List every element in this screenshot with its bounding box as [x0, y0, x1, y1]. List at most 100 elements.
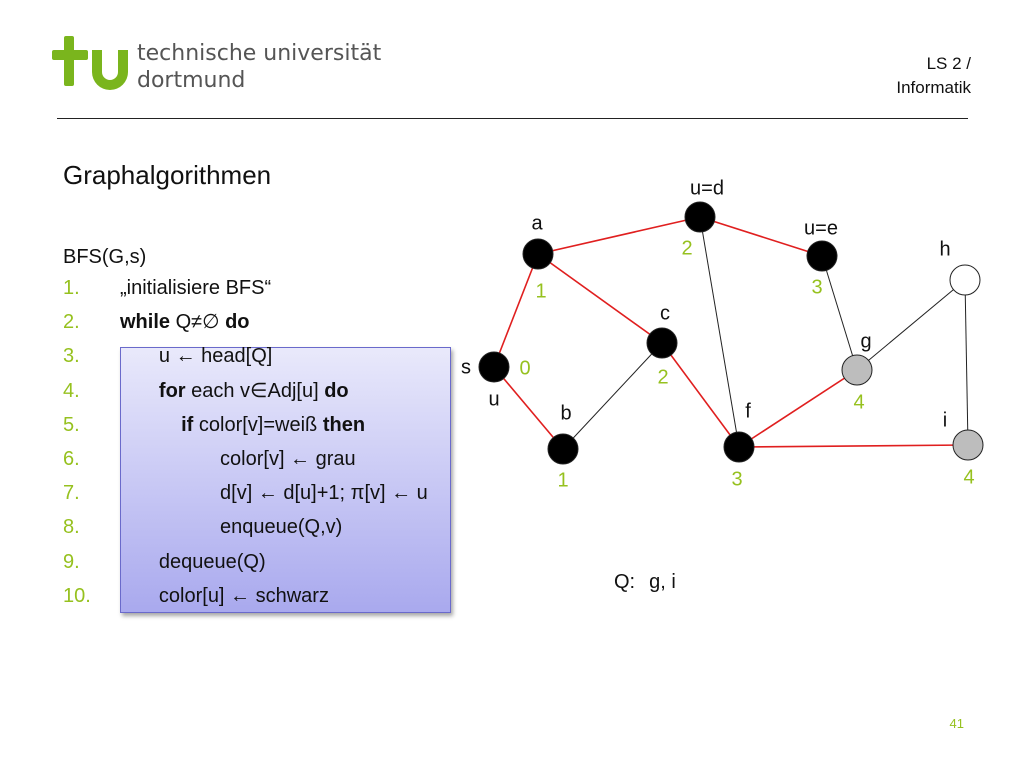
- current-node-marker: u: [488, 388, 499, 410]
- queue-state: Q: g, i: [614, 571, 676, 594]
- edge-a-d: [537, 216, 701, 255]
- node-i: [952, 429, 984, 461]
- node-distance-s: 0: [519, 357, 530, 379]
- code-line: 1. „initialisiere BFS“: [63, 273, 271, 303]
- line-number: 5.: [63, 413, 80, 436]
- keyword: do: [225, 311, 250, 334]
- code-line: 4. for each v∈Adj[u] do: [63, 376, 349, 406]
- node-distance-g: 4: [853, 391, 864, 413]
- keyword: do: [324, 379, 349, 402]
- node-label-g: g: [860, 330, 871, 352]
- line-number: 1.: [63, 277, 80, 299]
- keyword: while: [120, 311, 171, 334]
- code-line: 10. color[u] ← schwarz: [63, 581, 329, 611]
- node-g: [841, 354, 873, 386]
- edge-e-g: [821, 255, 858, 371]
- code-line: 6. color[v] ← grau: [63, 444, 356, 474]
- node-f: [723, 431, 755, 463]
- edge-h-i: [964, 279, 969, 446]
- node-label-d: u=d: [690, 177, 724, 199]
- edge-g-h: [856, 279, 966, 371]
- code-text: dequeue(Q): [120, 551, 266, 573]
- edge-s-b: [493, 366, 564, 450]
- edge-c-f: [661, 342, 740, 448]
- code-fragment: color[u] ← schwarz: [158, 584, 329, 607]
- edge-d-e: [699, 216, 823, 257]
- line-number: 10.: [63, 584, 91, 607]
- node-b: [547, 433, 579, 465]
- code-fragment: color[v] ← grau: [220, 448, 356, 470]
- code-fragment: dequeue(Q): [158, 550, 266, 573]
- logo-line-1: technische universität: [137, 41, 382, 66]
- queue-values: g, i: [649, 571, 676, 593]
- code-line: 2. while Q≠∅ do: [63, 307, 250, 337]
- algorithm-name: BFS(G,s): [63, 246, 147, 268]
- code-fragment: u ← head[Q]: [158, 345, 273, 368]
- node-distance-c: 2: [657, 366, 668, 388]
- header-divider: [57, 118, 968, 119]
- node-label-f: f: [745, 400, 751, 422]
- node-distance-i: 4: [963, 466, 974, 488]
- code-text: if color[v]=weiß then: [120, 414, 365, 436]
- line-number: 3.: [63, 345, 80, 368]
- node-e: [806, 240, 838, 272]
- line-number: 7.: [63, 482, 80, 505]
- line-number: 8.: [63, 516, 80, 539]
- keyword: if: [181, 413, 194, 436]
- line-number: 6.: [63, 448, 80, 470]
- chair-line-2: Informatik: [896, 78, 971, 97]
- code-fragment: „initialisiere BFS“: [120, 277, 272, 299]
- line-number: 2.: [63, 311, 80, 334]
- edge-d-f: [699, 216, 740, 448]
- node-label-h: h: [939, 238, 950, 260]
- node-label-c: c: [660, 302, 670, 324]
- node-label-i: i: [943, 409, 947, 431]
- node-a: [522, 238, 554, 270]
- code-text: d[v] ← d[u]+1; π[v] ← u: [120, 482, 428, 504]
- code-text: „initialisiere BFS“: [120, 277, 271, 299]
- code-fragment: Q≠∅: [170, 311, 226, 334]
- edge-b-c: [562, 342, 663, 450]
- node-d: [684, 201, 716, 233]
- edge-f-i: [738, 444, 969, 448]
- node-distance-a: 1: [535, 280, 546, 302]
- code-line: 3. u ← head[Q]: [63, 341, 272, 371]
- highlight-box: [120, 347, 451, 613]
- queue-label: Q:: [614, 571, 636, 593]
- node-distance-f: 3: [731, 468, 742, 490]
- page-number: 41: [949, 716, 964, 731]
- code-text: enqueue(Q,v): [120, 516, 342, 538]
- code-fragment: d[v] ← d[u]+1; π[v] ← u: [220, 482, 428, 505]
- edge-f-g: [738, 369, 858, 448]
- university-name: technische universität dortmund: [137, 40, 381, 94]
- code-line: 8. enqueue(Q,v): [63, 512, 342, 542]
- code-text: for each v∈Adj[u] do: [120, 380, 349, 402]
- code-fragment: each v∈Adj[u]: [185, 379, 325, 402]
- edge-a-c: [537, 253, 663, 344]
- code-line: 9. dequeue(Q): [63, 547, 266, 577]
- node-distance-d: 2: [681, 237, 692, 259]
- node-label-e: u=e: [804, 217, 838, 239]
- line-number: 4.: [63, 379, 80, 402]
- tu-logo: [52, 36, 128, 90]
- node-distance-e: 3: [811, 276, 822, 298]
- node-label-a: a: [531, 212, 543, 234]
- slide-title: Graphalgorithmen: [63, 160, 272, 190]
- node-c: [646, 327, 678, 359]
- code-line: 5. if color[v]=weiß then: [63, 410, 365, 440]
- node-label-b: b: [560, 402, 571, 424]
- node-s: [478, 351, 510, 383]
- code-text: while Q≠∅ do: [120, 311, 250, 333]
- node-label-s: s: [461, 356, 471, 378]
- keyword: then: [322, 413, 366, 436]
- keyword: for: [158, 379, 186, 402]
- code-text: color[v] ← grau: [120, 448, 356, 470]
- code-text: u ← head[Q]: [120, 345, 272, 367]
- code-text: color[u] ← schwarz: [120, 585, 329, 607]
- chair-label: LS 2 / Informatik: [896, 52, 971, 100]
- code-line: 7. d[v] ← d[u]+1; π[v] ← u: [63, 478, 428, 508]
- line-number: 9.: [63, 550, 80, 573]
- edge-s-a: [493, 253, 539, 368]
- code-fragment: enqueue(Q,v): [220, 516, 343, 539]
